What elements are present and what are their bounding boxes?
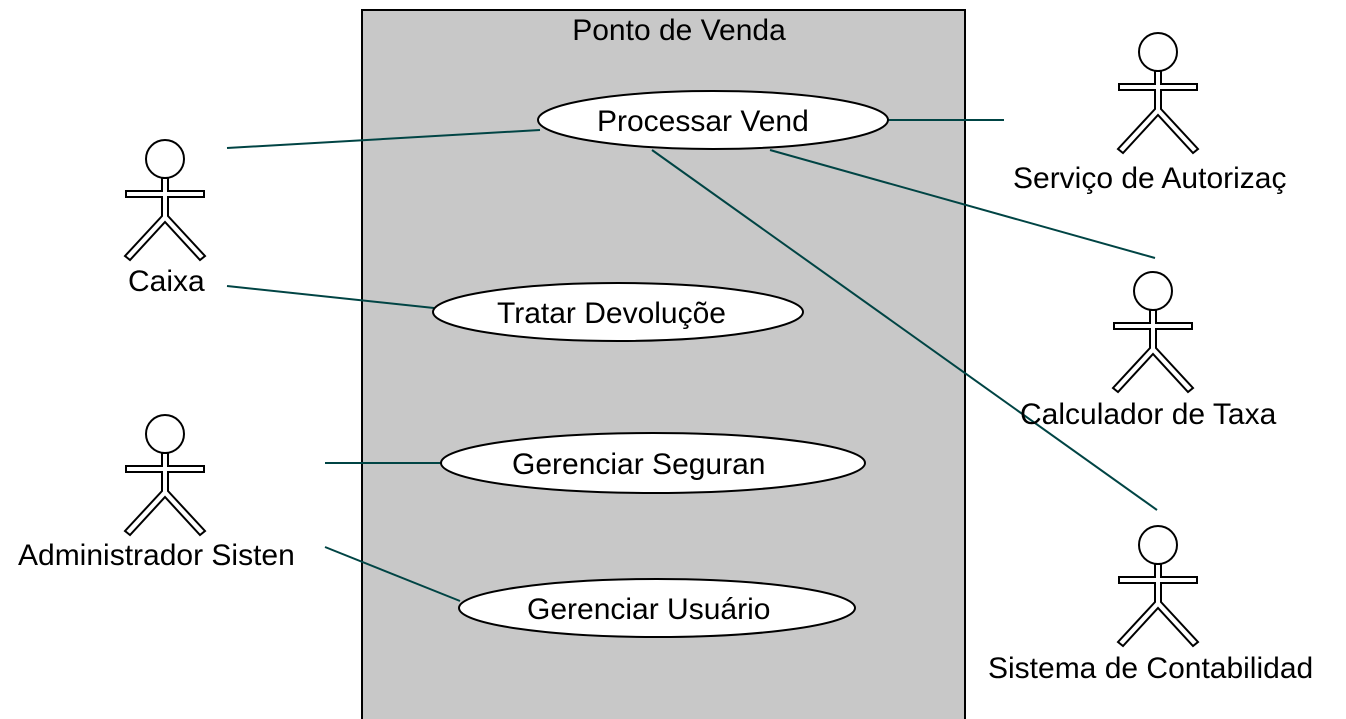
- actor-figure-icon: [124, 139, 206, 261]
- actor-figure-icon: [1117, 525, 1199, 647]
- associations: [226, 119, 1158, 602]
- use-case-label: Gerenciar Seguran: [512, 448, 765, 481]
- use-case-gerenciar-usuarios[interactable]: Gerenciar Usuário: [458, 578, 856, 638]
- actor-sistema-contabilidade[interactable]: Sistema de Contabilidad: [988, 525, 1313, 685]
- actor-administrador-sistema[interactable]: Administrador Sisten: [18, 414, 295, 572]
- use-case-gerenciar-seguranca[interactable]: Gerenciar Seguran: [440, 432, 866, 494]
- association-processar-venda-sistema-contabilidade: [651, 149, 1158, 511]
- actor-figure-icon: [124, 414, 206, 536]
- actor-calculador-taxas[interactable]: Calculador de Taxa: [1020, 271, 1277, 431]
- use-case-processar-venda[interactable]: Processar Vend: [537, 90, 889, 150]
- actor-label: Calculador de Taxa: [1020, 398, 1277, 431]
- use-case-ellipse: [432, 282, 804, 342]
- association-caixa-processar-venda: [226, 129, 541, 149]
- actor-caixa[interactable]: Caixa: [124, 139, 206, 298]
- actor-figure-icon: [1112, 271, 1194, 393]
- association-admin-gerenciar-usuarios: [324, 546, 461, 602]
- actor-label: Administrador Sisten: [18, 539, 295, 572]
- use-case-tratar-devolucoes[interactable]: Tratar Devoluçõe: [432, 282, 804, 342]
- use-case-ellipse: [440, 432, 866, 494]
- actor-servico-autorizacao[interactable]: Serviço de Autorizaç: [1013, 32, 1286, 195]
- use-case-label: Processar Vend: [597, 105, 809, 138]
- system-title: Ponto de Venda: [572, 14, 786, 47]
- actor-label: Serviço de Autorizaç: [1013, 162, 1286, 195]
- actor-figure-icon: [1117, 32, 1199, 154]
- association-processar-venda-calculador-taxas: [769, 149, 1156, 259]
- use-case-ellipse: [458, 578, 856, 638]
- actor-label: Sistema de Contabilidad: [988, 652, 1313, 685]
- actor-label: Caixa: [128, 265, 205, 298]
- use-case-ellipse: [537, 90, 889, 150]
- association-caixa-tratar-devolucoes: [226, 285, 435, 309]
- use-case-label: Gerenciar Usuário: [527, 593, 770, 626]
- use-case-label: Tratar Devoluçõe: [497, 297, 726, 330]
